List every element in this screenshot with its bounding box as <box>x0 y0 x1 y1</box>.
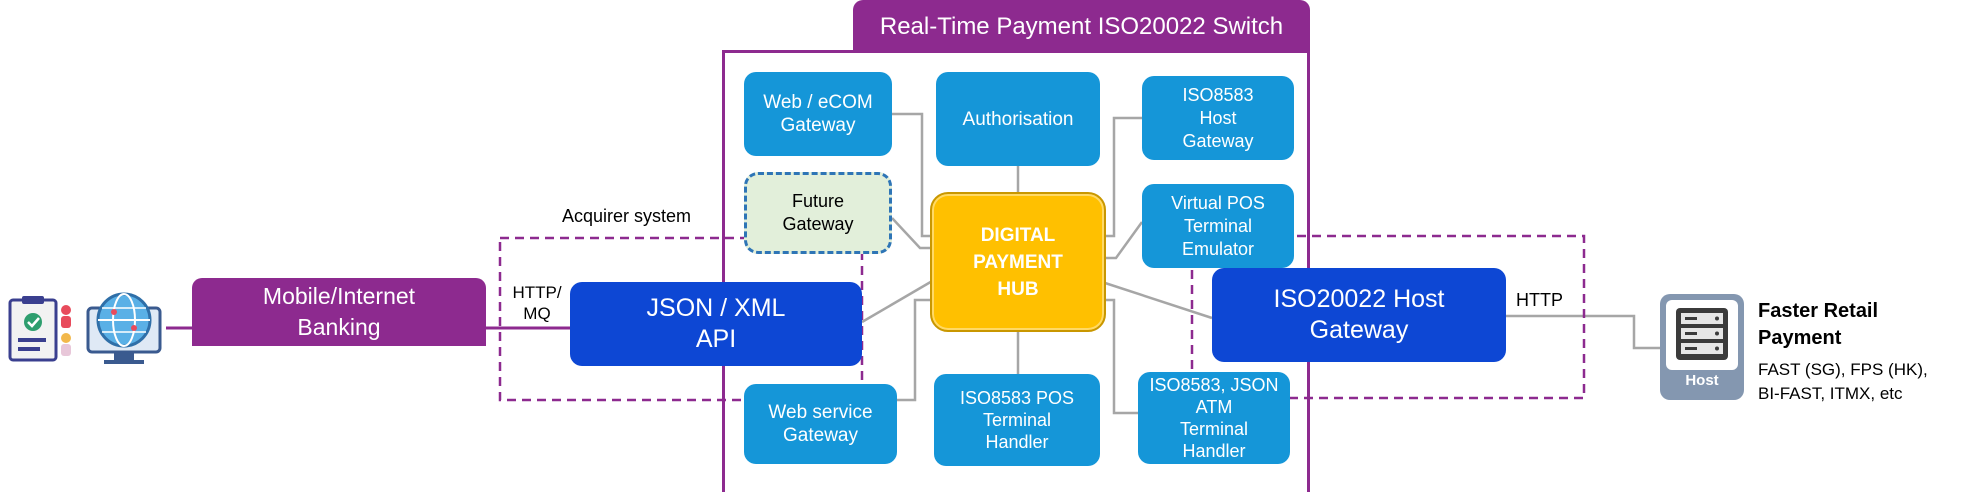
future-gateway[interactable]: Future Gateway <box>744 172 892 254</box>
authorisation-box[interactable]: Authorisation <box>936 72 1100 166</box>
faster-retail-systems: FAST (SG), FPS (HK), BI-FAST, ITMX, etc <box>1758 360 1928 403</box>
acquirer-dashed-box <box>498 236 864 402</box>
connector-web-ecom <box>892 112 934 238</box>
globe-monitor-icon <box>84 290 164 366</box>
switch-title: Real-Time Payment ISO20022 Switch <box>853 0 1310 53</box>
json-xml-api[interactable]: JSON / XML API <box>570 282 862 366</box>
web-ecom-gateway[interactable]: Web / eCOM Gateway <box>744 72 892 156</box>
acquirer-label: Acquirer system <box>562 206 692 226</box>
iso20022-host-gateway[interactable]: ISO20022 Host Gateway <box>1212 268 1506 362</box>
iso8583-pos-handler[interactable]: ISO8583 POS Terminal Handler <box>934 374 1100 466</box>
iso8583-json-atm-handler[interactable]: ISO8583, JSON ATM Terminal Handler <box>1138 372 1290 464</box>
virtual-pos-emulator[interactable]: Virtual POS Terminal Emulator <box>1142 184 1294 268</box>
connector-json-api <box>861 278 935 324</box>
server-host-icon: Host <box>1660 294 1744 400</box>
connector-faster-payment <box>1506 314 1660 350</box>
connector-virtual-pos <box>1102 221 1144 260</box>
iso8583-host-gateway[interactable]: ISO8583 Host Gateway <box>1142 76 1294 160</box>
faster-retail-title: Faster Retail Payment <box>1758 300 1879 349</box>
host-dashed-box <box>1190 234 1586 400</box>
connector-future <box>891 217 934 250</box>
connector-iso20022-host <box>1101 280 1213 320</box>
web-service-gateway[interactable]: Web service Gateway <box>744 384 897 464</box>
mobile-internet-banking[interactable]: Mobile/Internet Banking <box>192 278 486 346</box>
digital-payment-hub[interactable]: DIGITAL PAYMENT HUB <box>930 192 1106 332</box>
clipboard-user-icon <box>6 294 78 364</box>
host-icon-label: Host <box>1685 372 1719 389</box>
protocol-right-label: HTTP <box>1516 290 1563 310</box>
connector-iso8583-host <box>1102 116 1142 238</box>
connector-atm <box>1102 298 1138 415</box>
protocol-left-label: HTTP/ MQ <box>512 283 562 323</box>
connector-web-service <box>897 298 934 402</box>
